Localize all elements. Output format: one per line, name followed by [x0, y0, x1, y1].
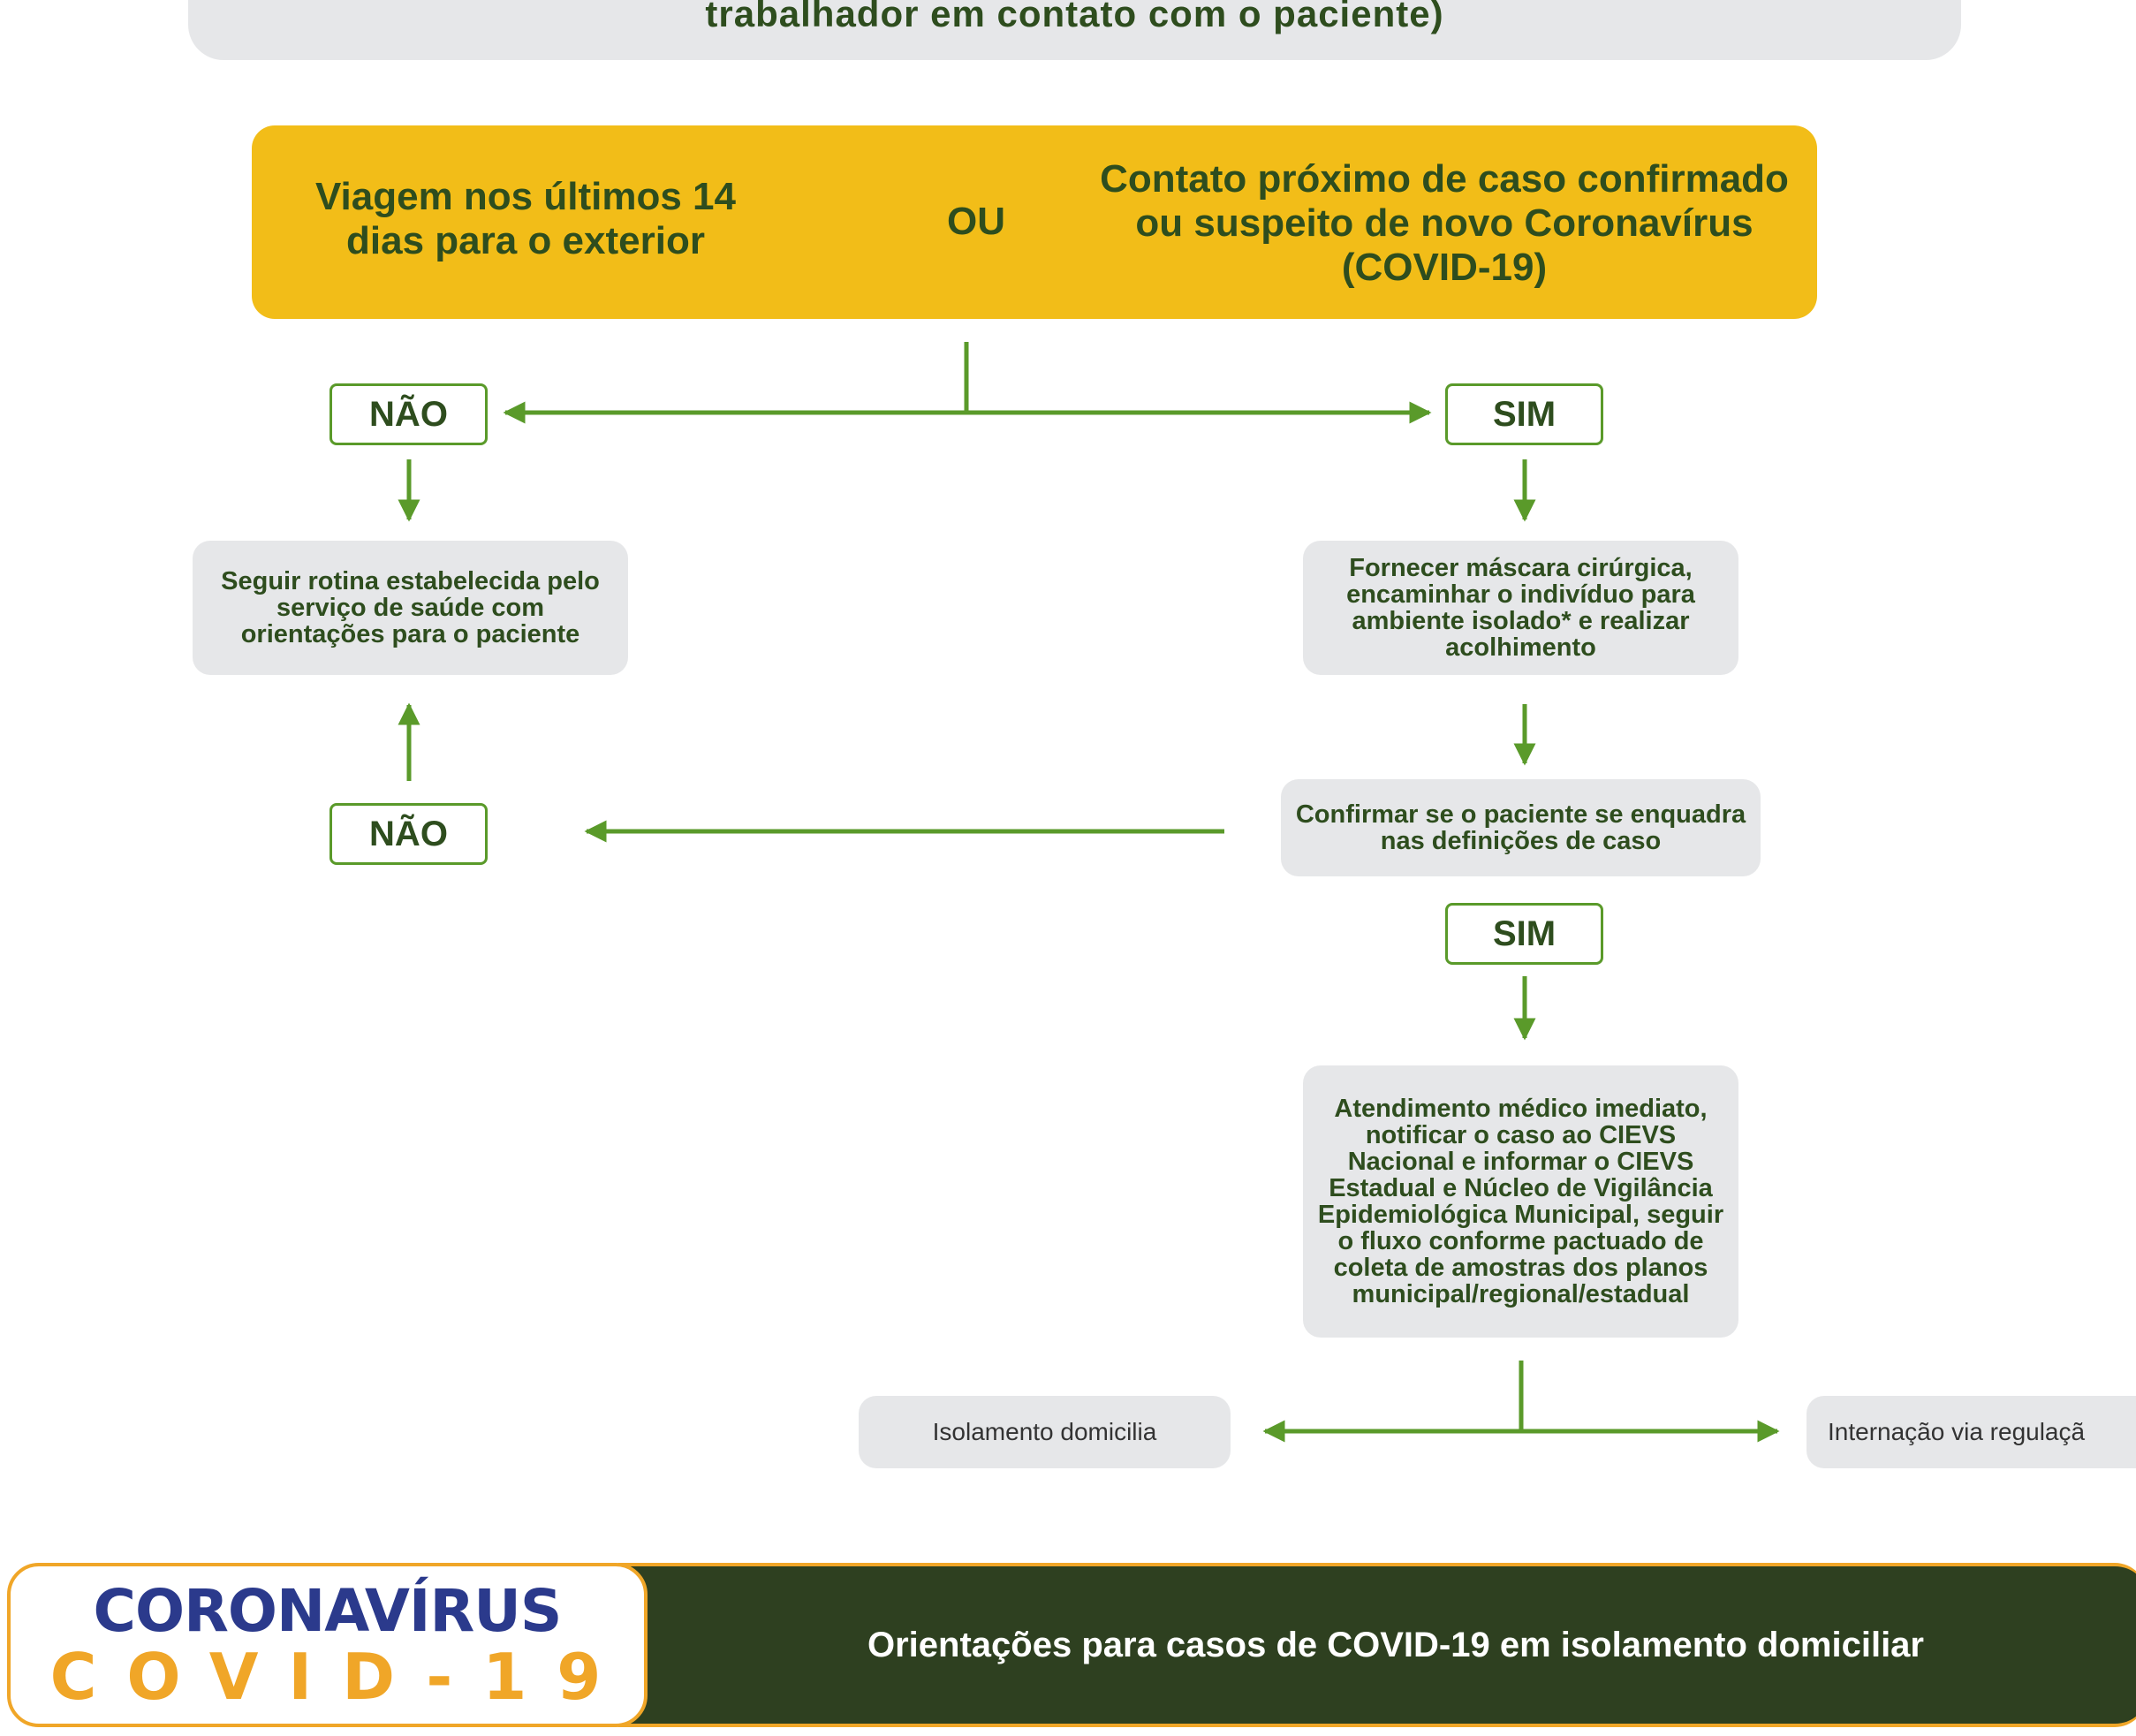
top-banner: trabalhador em contato com o paciente): [188, 0, 1961, 60]
footer-title: Orientações para casos de COVID-19 em is…: [867, 1625, 1924, 1664]
step-follow-routine: Seguir rotina estabelecida pelo serviço …: [193, 541, 628, 675]
criteria-or: OU: [947, 200, 1005, 243]
coronavirus-logo: CORONAVÍRUS COVID-19: [7, 1563, 648, 1727]
step-home-isolation: Isolamento domicilia: [859, 1396, 1231, 1468]
answer-yes-top: SIM: [1445, 383, 1603, 445]
answer-no-top: NÃO: [329, 383, 488, 445]
logo-bottom-text: COVID-19: [49, 1640, 632, 1714]
answer-yes-bottom: SIM: [1445, 903, 1603, 965]
logo-top-text: CORONAVÍRUS: [93, 1577, 563, 1645]
criteria-box: Viagem nos últimos 14 dias para o exteri…: [252, 125, 1817, 319]
top-banner-text: trabalhador em contato com o paciente): [705, 0, 1444, 34]
step-confirm-case: Confirmar se o paciente se enquadra nas …: [1281, 779, 1761, 876]
step-medical-care: Atendimento médico imediato, notificar o…: [1303, 1065, 1738, 1338]
criteria-contact: Contato próximo de caso confirmado ou su…: [1100, 157, 1789, 289]
footer-title-bar[interactable]: Orientações para casos de COVID-19 em is…: [618, 1563, 2136, 1727]
step-hospitalization: Internação via regulaçã: [1807, 1396, 2136, 1468]
step-provide-mask: Fornecer máscara cirúrgica, encaminhar o…: [1303, 541, 1738, 675]
answer-no-bottom: NÃO: [329, 803, 488, 865]
criteria-travel: Viagem nos últimos 14 dias para o exteri…: [314, 175, 736, 262]
